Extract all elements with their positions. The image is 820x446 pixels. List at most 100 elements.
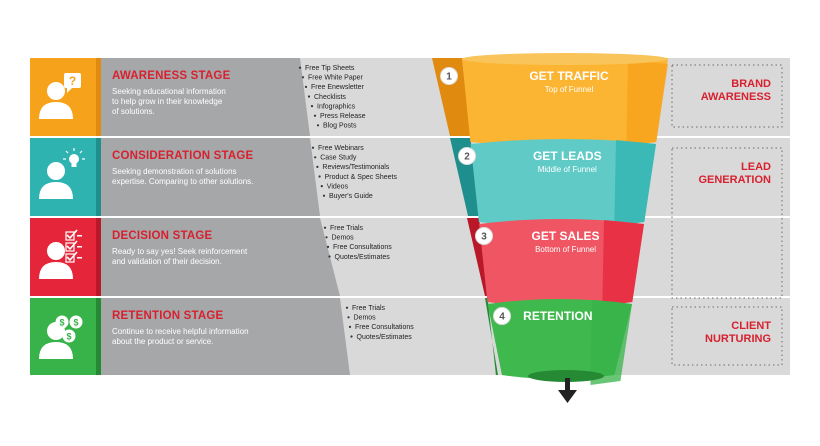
outcome-text: AWARENESS [701,91,771,103]
stage-description-panel [101,298,350,375]
check-mark [66,240,78,251]
check-mark [66,251,78,262]
stage-description-line: about the product or service. [112,337,213,346]
stage-row-consideration [30,138,790,216]
tactic-bullet [322,194,326,197]
stage-description-line: Continue to receive helpful information [112,327,249,336]
check-mark [66,229,78,240]
funnel-stage-title: RETENTION [523,309,592,323]
dollar-glyph: $ [59,318,64,328]
tactic-item: Free Trials [330,225,364,232]
person-body [39,102,73,119]
tactic-bullet [316,165,319,168]
outcome-text: NURTURING [705,333,771,345]
checklist-line [77,257,82,259]
step-number: 2 [464,152,470,163]
checklist-line [77,246,82,248]
funnel-shade [614,140,656,226]
tactic-item: Demos [332,235,355,242]
checkbox [65,231,75,241]
question-bubble-icon: ? [39,73,81,119]
funnel-shade [602,220,644,306]
stage-title: RETENTION STAGE [112,310,224,322]
stage-title: AWARENESS STAGE [112,70,231,82]
person-head [47,242,65,260]
tactic-item: Press Release [320,113,366,120]
tactic-bullet [307,95,311,98]
funnel-stage-title: GET TRAFFIC [529,69,609,83]
stage-description-line: and validation of their decision. [112,257,222,266]
tactic-item: Case Study [320,155,357,162]
stage-description-panel [101,58,310,136]
stage-title: DECISION STAGE [112,230,212,242]
tactic-item: Blog Posts [323,123,357,130]
stage-icon-block [30,218,96,296]
stage-color-edge [96,138,101,216]
arrow-head [558,390,577,403]
stage-icon-block [30,138,96,216]
funnel-stage-title: GET SALES [532,229,600,243]
person-head [47,162,65,180]
outcome-text: CLIENT [731,320,771,332]
step-number: 1 [446,72,452,83]
tactic-item: Free Tip Sheets [305,65,355,72]
step-number-badge [458,147,476,165]
stage-title: CONSIDERATION STAGE [112,150,254,162]
coin [62,329,76,343]
outcome-dotted-box [671,64,783,128]
tactic-item: Reviews/Testimonials [322,164,389,171]
funnel-rim [462,53,668,65]
stage-row-retention [30,298,790,375]
checklist-icon [39,229,82,279]
funnel-stage-subtitle: Middle of Funnel [538,165,597,174]
tactic-bullet [350,335,353,338]
tactic-bullet [348,325,352,328]
tactic-item: Quotes/Estimates [357,334,413,341]
stage-description-panel [101,138,320,216]
stage-icon-block [30,58,96,136]
dollar-coins-icon: $$$ [39,315,83,359]
bubble-tail [67,88,72,93]
stage-description-line: Ready to say yes! Seek reinforcement [112,247,248,256]
checklist-line [77,235,82,237]
tactic-bullet [325,236,328,239]
funnel-number-panel [467,218,488,296]
step-number-badge [475,227,493,245]
tactic-item: Free Consultations [333,244,392,251]
tactic-bullet [347,316,350,319]
funnel-shade [590,300,632,385]
tactic-bullet [318,175,321,178]
stage-description-line: expertise. Comparing to other solutions. [112,177,253,186]
tactic-item: Infographics [317,103,356,110]
stage-description-line: Seeking demonstration of solutions [112,167,237,176]
funnel-stage-subtitle: Bottom of Funnel [535,245,596,254]
dollar-glyph: $ [73,318,78,328]
outcome-text: GENERATION [698,174,771,186]
stage-description-line: to help grow in their knowledge [112,97,223,106]
tactic-item: Product & Spec Sheets [325,174,398,181]
step-number-badge [493,307,511,325]
tactic-bullet [316,124,320,127]
stage-color-edge [96,218,101,296]
bulb-ray [65,150,69,154]
funnel-shade [626,60,668,146]
funnel-body [470,139,656,227]
funnel-number-panel [485,298,498,375]
funnel-segment: RETENTION [487,299,632,385]
funnel-spout [528,370,604,382]
lightbulb-icon [39,148,85,199]
tactic-bullet [310,105,314,108]
stage-color-edge [96,298,101,375]
outcome-text: LEAD [741,161,771,173]
person-body [39,262,73,279]
stage-description-line: Seeking educational information [112,87,226,96]
stage-description-panel [101,218,340,296]
row-divider [30,136,790,138]
down-arrow-icon [558,378,577,403]
stage-row-decision [30,218,790,296]
